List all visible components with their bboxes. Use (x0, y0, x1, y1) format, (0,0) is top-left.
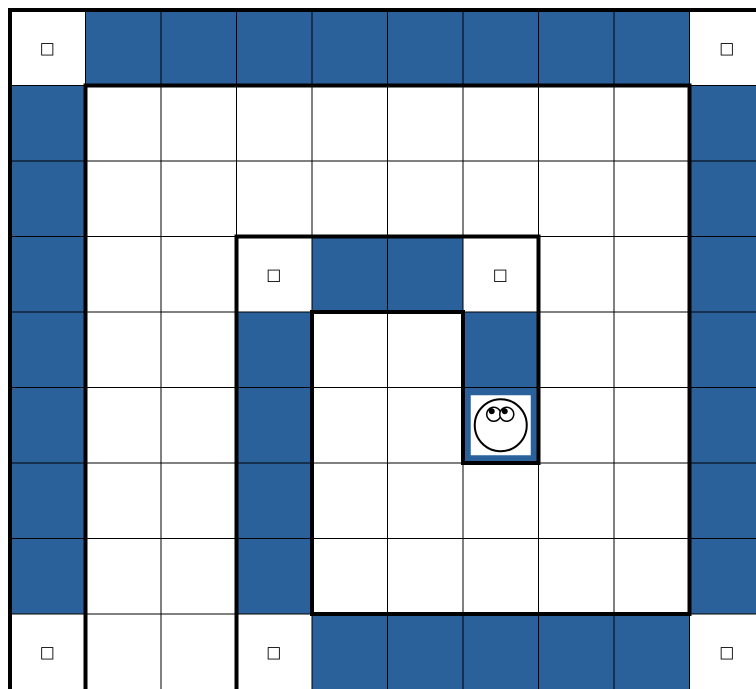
empty-cell[interactable] (388, 312, 464, 388)
left-pupil (489, 408, 495, 414)
shaded-cell[interactable] (463, 312, 539, 388)
shaded-cell[interactable] (539, 10, 615, 86)
shaded-cell[interactable] (690, 312, 756, 388)
shaded-cell[interactable] (237, 539, 313, 615)
empty-cell[interactable] (86, 539, 162, 615)
smiley-face-icon[interactable] (471, 395, 531, 455)
empty-cell[interactable] (539, 388, 615, 464)
shaded-cell[interactable] (10, 237, 86, 313)
right-pupil (502, 408, 508, 414)
shaded-cell[interactable] (312, 614, 388, 689)
shaded-cell[interactable] (690, 539, 756, 615)
cell-marker-square: □ (719, 38, 734, 57)
empty-cell[interactable] (161, 539, 237, 615)
empty-cell[interactable] (539, 237, 615, 313)
empty-cell[interactable] (237, 86, 313, 162)
empty-cell[interactable] (614, 312, 690, 388)
cell-marker-square: □ (266, 265, 281, 284)
empty-cell[interactable] (539, 312, 615, 388)
empty-cell[interactable] (312, 312, 388, 388)
empty-cell[interactable] (388, 463, 464, 539)
empty-cell[interactable] (463, 539, 539, 615)
empty-cell[interactable] (614, 237, 690, 313)
empty-cell[interactable] (614, 388, 690, 464)
empty-cell[interactable] (388, 539, 464, 615)
cell-marker-square: □ (719, 642, 734, 661)
shaded-cell[interactable] (690, 86, 756, 162)
face-outline (475, 399, 527, 451)
empty-cell[interactable] (614, 86, 690, 162)
shaded-cell[interactable] (237, 463, 313, 539)
empty-cell[interactable] (312, 161, 388, 237)
shaded-cell[interactable] (237, 312, 313, 388)
shaded-cell[interactable] (86, 10, 162, 86)
empty-cell[interactable] (86, 86, 162, 162)
empty-cell[interactable] (161, 614, 237, 689)
empty-cell[interactable] (312, 539, 388, 615)
empty-cell[interactable] (86, 388, 162, 464)
shaded-cell[interactable] (388, 10, 464, 86)
player-layer (471, 395, 531, 455)
shaded-cell[interactable] (10, 388, 86, 464)
shaded-cell[interactable] (690, 388, 756, 464)
empty-cell[interactable] (161, 86, 237, 162)
empty-cell[interactable] (312, 463, 388, 539)
cell-marker-square: □ (40, 38, 55, 57)
empty-cell[interactable] (86, 312, 162, 388)
shaded-cell[interactable] (10, 539, 86, 615)
shaded-cell[interactable] (161, 10, 237, 86)
cell-marker-square: □ (266, 642, 281, 661)
empty-cell[interactable] (161, 161, 237, 237)
empty-cell[interactable] (614, 463, 690, 539)
empty-cell[interactable] (312, 388, 388, 464)
empty-cell[interactable] (463, 161, 539, 237)
empty-cell[interactable] (312, 86, 388, 162)
empty-cell[interactable] (539, 161, 615, 237)
shaded-cell[interactable] (690, 237, 756, 313)
shaded-cell[interactable] (539, 614, 615, 689)
empty-cell[interactable] (86, 614, 162, 689)
empty-cell[interactable] (539, 539, 615, 615)
empty-cell[interactable] (388, 161, 464, 237)
empty-cell[interactable] (86, 463, 162, 539)
shaded-cell[interactable] (312, 237, 388, 313)
shaded-cell[interactable] (237, 388, 313, 464)
empty-cell[interactable] (539, 463, 615, 539)
empty-cell[interactable] (86, 237, 162, 313)
shaded-cell[interactable] (10, 463, 86, 539)
cell-marker-square: □ (493, 265, 508, 284)
shaded-cell[interactable] (463, 614, 539, 689)
cells-layer (10, 10, 756, 689)
shaded-cell[interactable] (312, 10, 388, 86)
shaded-cell[interactable] (463, 10, 539, 86)
empty-cell[interactable] (463, 86, 539, 162)
shaded-cell[interactable] (690, 161, 756, 237)
empty-cell[interactable] (161, 312, 237, 388)
empty-cell[interactable] (614, 161, 690, 237)
shaded-cell[interactable] (690, 463, 756, 539)
empty-cell[interactable] (161, 463, 237, 539)
empty-cell[interactable] (614, 539, 690, 615)
shaded-cell[interactable] (388, 237, 464, 313)
empty-cell[interactable] (539, 86, 615, 162)
shaded-cell[interactable] (388, 614, 464, 689)
shaded-cell[interactable] (614, 614, 690, 689)
empty-cell[interactable] (463, 463, 539, 539)
empty-cell[interactable] (86, 161, 162, 237)
cell-marker-square: □ (40, 642, 55, 661)
shaded-cell[interactable] (10, 312, 86, 388)
shaded-cell[interactable] (10, 161, 86, 237)
empty-cell[interactable] (237, 161, 313, 237)
shaded-cell[interactable] (237, 10, 313, 86)
empty-cell[interactable] (161, 237, 237, 313)
shaded-cell[interactable] (614, 10, 690, 86)
empty-cell[interactable] (388, 86, 464, 162)
shaded-cell[interactable] (10, 86, 86, 162)
empty-cell[interactable] (161, 388, 237, 464)
empty-cell[interactable] (388, 388, 464, 464)
